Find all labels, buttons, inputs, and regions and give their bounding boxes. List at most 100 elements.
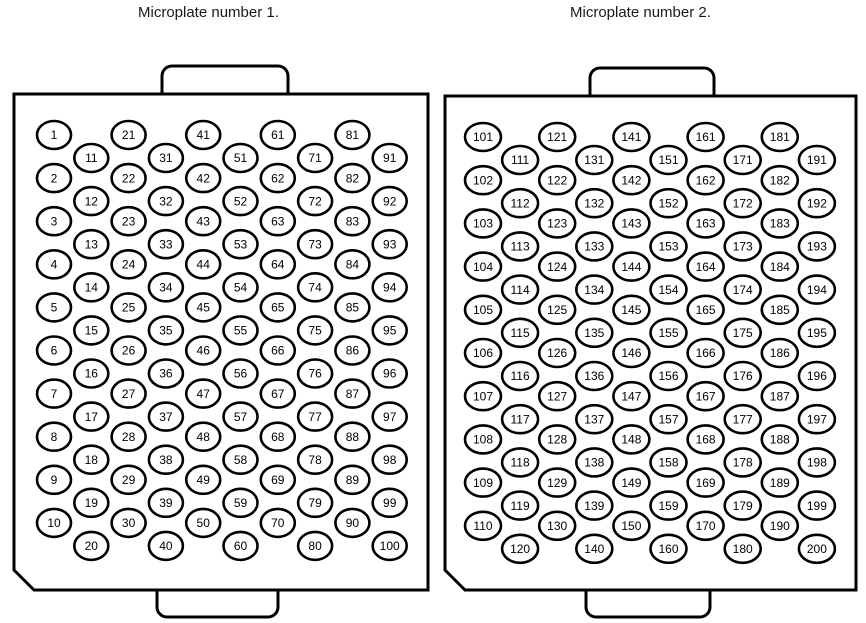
well-130: 130 bbox=[537, 510, 577, 542]
well-11: 11 bbox=[73, 142, 110, 174]
well-number: 48 bbox=[197, 430, 211, 444]
well-29: 29 bbox=[110, 464, 147, 496]
well-96: 96 bbox=[371, 358, 409, 389]
well-9: 9 bbox=[35, 464, 73, 496]
well-number: 95 bbox=[383, 324, 397, 338]
well-84: 84 bbox=[334, 248, 371, 280]
well-circle bbox=[184, 421, 222, 453]
well-46: 46 bbox=[184, 335, 222, 366]
well-98: 98 bbox=[371, 444, 409, 476]
well-circle bbox=[334, 248, 371, 280]
well-circle bbox=[723, 533, 763, 565]
well-number: 102 bbox=[473, 173, 493, 187]
well-number: 165 bbox=[696, 303, 716, 317]
well-circle bbox=[723, 447, 763, 478]
well-circle bbox=[574, 403, 614, 435]
well-170: 170 bbox=[686, 510, 725, 542]
well-circle bbox=[147, 530, 185, 562]
well-number: 1 bbox=[51, 128, 58, 142]
well-circle bbox=[500, 447, 540, 478]
well-circle bbox=[537, 164, 577, 196]
well-number: 25 bbox=[122, 301, 136, 315]
well-circle bbox=[147, 142, 185, 174]
well-circle bbox=[686, 510, 725, 542]
well-86: 86 bbox=[334, 335, 371, 366]
well-number: 73 bbox=[308, 237, 322, 251]
well-73: 73 bbox=[296, 228, 334, 260]
well-100: 100 bbox=[371, 530, 409, 562]
well-number: 179 bbox=[733, 499, 753, 513]
well-number: 51 bbox=[234, 151, 248, 165]
well-number: 190 bbox=[770, 519, 790, 533]
well-69: 69 bbox=[259, 464, 297, 496]
well-number: 100 bbox=[380, 539, 400, 553]
well-number: 50 bbox=[197, 516, 211, 530]
well-139: 139 bbox=[574, 490, 614, 521]
well-80: 80 bbox=[296, 530, 334, 562]
well-number: 31 bbox=[159, 151, 173, 165]
well-159: 159 bbox=[649, 490, 688, 521]
well-circle bbox=[649, 317, 688, 349]
well-66: 66 bbox=[259, 335, 297, 366]
well-189: 189 bbox=[760, 467, 800, 498]
well-number: 72 bbox=[308, 194, 322, 208]
well-circle bbox=[73, 315, 110, 346]
well-172: 172 bbox=[723, 187, 763, 219]
well-number: 192 bbox=[807, 196, 827, 210]
well-circle bbox=[147, 358, 185, 389]
well-number: 29 bbox=[122, 473, 136, 487]
microplate-2: 1011021031041051061071081091101111121131… bbox=[443, 66, 858, 619]
well-circle bbox=[574, 144, 614, 176]
well-6: 6 bbox=[35, 335, 73, 366]
well-number: 16 bbox=[85, 367, 99, 381]
well-16: 16 bbox=[73, 358, 110, 389]
well-133: 133 bbox=[574, 231, 614, 262]
well-number: 3 bbox=[51, 214, 58, 228]
well-number: 138 bbox=[584, 456, 604, 470]
well-circle bbox=[686, 121, 725, 153]
well-circle bbox=[797, 447, 837, 478]
well-number: 122 bbox=[547, 173, 567, 187]
well-number: 112 bbox=[511, 196, 530, 210]
well-14: 14 bbox=[73, 271, 110, 303]
well-121: 121 bbox=[537, 121, 577, 153]
well-circle bbox=[760, 510, 800, 542]
well-number: 99 bbox=[383, 496, 397, 510]
well-18: 18 bbox=[73, 444, 110, 476]
well-number: 85 bbox=[346, 301, 360, 315]
well-number: 21 bbox=[122, 128, 136, 142]
well-circle bbox=[463, 251, 503, 282]
well-number: 35 bbox=[159, 324, 173, 338]
well-circle bbox=[184, 248, 222, 280]
well-number: 175 bbox=[733, 326, 753, 340]
well-circle bbox=[500, 231, 540, 262]
well-135: 135 bbox=[574, 317, 614, 349]
well-124: 124 bbox=[537, 251, 577, 282]
well-number: 181 bbox=[770, 130, 790, 144]
well-154: 154 bbox=[649, 274, 688, 305]
well-105: 105 bbox=[463, 294, 503, 326]
well-50: 50 bbox=[184, 507, 222, 539]
well-number: 111 bbox=[511, 153, 530, 167]
well-178: 178 bbox=[723, 447, 763, 478]
well-191: 191 bbox=[797, 144, 837, 176]
well-number: 145 bbox=[621, 303, 641, 317]
well-circle bbox=[612, 510, 651, 542]
well-number: 70 bbox=[271, 516, 285, 530]
well-49: 49 bbox=[184, 464, 222, 496]
well-number: 158 bbox=[658, 456, 678, 470]
well-circle bbox=[259, 292, 297, 323]
well-number: 13 bbox=[85, 237, 99, 251]
well-circle bbox=[760, 337, 800, 369]
well-circle bbox=[797, 317, 837, 349]
well-number: 163 bbox=[696, 217, 716, 231]
well-56: 56 bbox=[222, 358, 259, 389]
well-circle bbox=[222, 358, 259, 389]
well-number: 92 bbox=[383, 194, 397, 208]
well-number: 127 bbox=[547, 389, 567, 403]
well-58: 58 bbox=[222, 444, 259, 476]
well-48: 48 bbox=[184, 421, 222, 453]
well-number: 166 bbox=[696, 346, 716, 360]
well-circle bbox=[296, 185, 334, 217]
well-circle bbox=[147, 315, 185, 346]
